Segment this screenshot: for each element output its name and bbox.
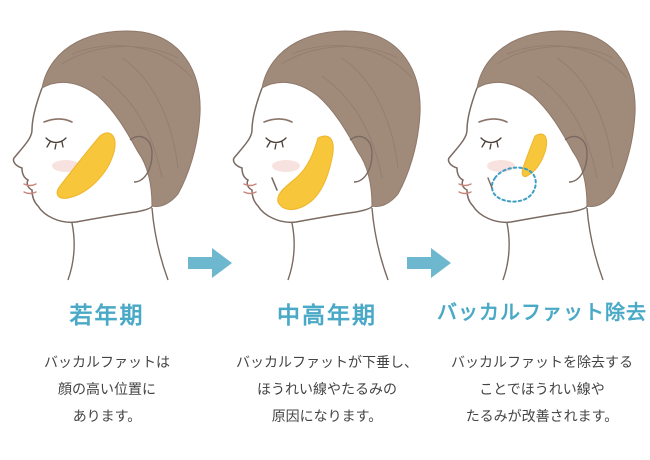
face-profile-young-illustration (12, 30, 201, 281)
buccal-fat-high (56, 132, 116, 199)
cheek-blush (487, 160, 515, 172)
eyebrow (43, 118, 73, 123)
hair (41, 30, 201, 207)
hair-strands (281, 45, 413, 179)
lips (243, 183, 257, 195)
closed-eye (480, 137, 502, 150)
hair-strands (61, 45, 193, 179)
closed-eye (265, 137, 287, 150)
face-profile-middle-age-illustration (232, 30, 421, 281)
hair (476, 30, 636, 207)
neck-outline (502, 207, 604, 281)
buccal-fat-sagging (277, 135, 334, 210)
closed-eye (45, 137, 67, 150)
nasolabial-line (487, 177, 493, 189)
cheek-blush (272, 160, 300, 172)
hair (261, 30, 421, 207)
stage-title: 若年期 (69, 303, 145, 329)
right-arrow-icon (407, 248, 451, 278)
stage-title: バッカルファット除去 (437, 300, 647, 324)
eyebrow (263, 118, 293, 123)
stage-after-removal: バッカルファット除去 バッカルファットを除去する ことでほうれい線や たるみが改… (437, 0, 647, 460)
face-profile-after-removal-illustration (447, 30, 636, 281)
right-arrow-icon (188, 248, 232, 278)
lips (23, 183, 37, 195)
hair-strands (496, 45, 628, 179)
eyebrow (478, 118, 508, 123)
stage-description: バッカルファットは 顔の高い位置に あります。 (44, 355, 170, 425)
stage-middle-age: 中高年期 バッカルファットが下垂し、 ほうれい線やたるみの 原因になります。 (222, 0, 432, 460)
lips (458, 183, 472, 195)
stage-description: バッカルファットを除去する ことでほうれい線や たるみが改善されます。 (451, 355, 633, 425)
ear (129, 135, 153, 183)
buccal-fat-remaining (521, 133, 548, 177)
neck-outline (287, 207, 389, 281)
nasolabial-line (271, 177, 278, 191)
stage-title: 中高年期 (277, 303, 377, 329)
neck-outline (67, 207, 169, 281)
stage-young: 若年期 バッカルファットは 顔の高い位置に あります。 (2, 0, 212, 460)
ear (564, 135, 588, 183)
stage-description: バッカルファットが下垂し、 ほうれい線やたるみの 原因になります。 (236, 355, 418, 425)
ear (349, 135, 373, 183)
